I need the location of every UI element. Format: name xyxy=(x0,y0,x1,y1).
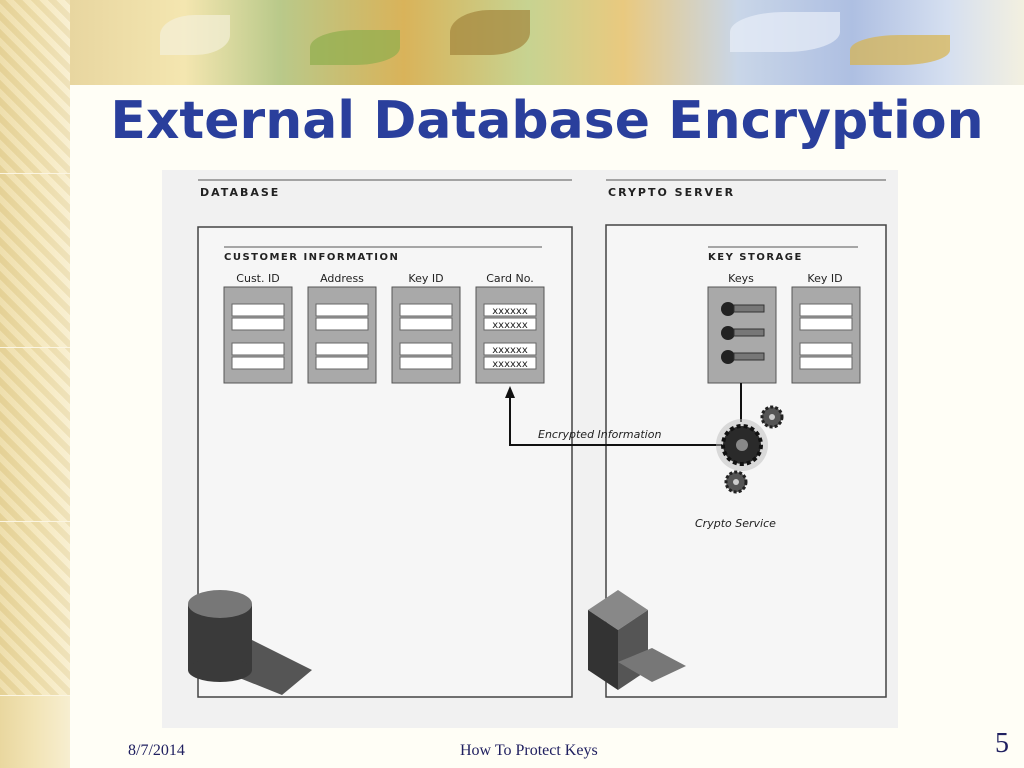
key-icon xyxy=(721,302,765,316)
gear-icon xyxy=(716,419,768,471)
slide-title: External Database Encryption xyxy=(110,91,984,151)
key-column-key-id xyxy=(791,286,861,384)
customer-column-key-id xyxy=(391,286,461,384)
slide-number: 5 xyxy=(995,728,1009,759)
database-label: DATABASE xyxy=(200,186,280,199)
decor-tile xyxy=(0,0,70,174)
card-value: xxxxxx xyxy=(492,359,528,370)
encryption-diagram: DATABASE CRYPTO SERVER CUSTOMER INFORMAT… xyxy=(162,170,898,728)
gear-icon xyxy=(760,405,784,429)
customer-info-label: CUSTOMER INFORMATION xyxy=(224,252,399,263)
decor-tile xyxy=(0,174,70,348)
leaf-decor xyxy=(730,12,840,52)
top-decorative-banner xyxy=(70,0,1024,85)
decor-tile xyxy=(0,348,70,522)
footer-title: How To Protect Keys xyxy=(460,742,598,759)
leaf-decor xyxy=(310,30,400,65)
leaf-decor xyxy=(160,15,230,55)
decor-tile xyxy=(0,522,70,696)
card-value: xxxxxx xyxy=(492,320,528,331)
customer-column-cust-id xyxy=(223,286,293,384)
column-header: Cust. ID xyxy=(236,272,279,285)
server-cube-icon xyxy=(588,590,686,690)
card-value: xxxxxx xyxy=(492,306,528,317)
leaf-decor xyxy=(850,35,950,65)
arrow-label: Encrypted Information xyxy=(538,428,661,441)
gear-icon xyxy=(724,470,748,494)
key-storage-label: KEY STORAGE xyxy=(708,252,803,263)
column-header: Keys xyxy=(728,272,754,285)
diagram-svg: DATABASE CRYPTO SERVER CUSTOMER INFORMAT… xyxy=(188,179,887,698)
column-header: Address xyxy=(320,272,364,285)
encrypted-info-arrow xyxy=(509,394,722,446)
card-value: xxxxxx xyxy=(492,345,528,356)
key-icon xyxy=(721,326,765,340)
key-column-keys xyxy=(707,286,777,384)
arrow-head xyxy=(505,386,515,398)
leaf-decor xyxy=(450,10,530,55)
column-header: Key ID xyxy=(408,272,443,285)
customer-column-card-no xyxy=(475,286,545,384)
left-decorative-strip xyxy=(0,0,70,768)
customer-column-address xyxy=(307,286,377,384)
key-icon xyxy=(721,350,765,364)
crypto-service-label: Crypto Service xyxy=(695,517,776,530)
footer-date: 8/7/2014 xyxy=(128,742,185,759)
crypto-server-label: CRYPTO SERVER xyxy=(608,186,735,199)
database-cylinder-icon xyxy=(188,590,312,695)
column-header: Key ID xyxy=(807,272,842,285)
column-header: Card No. xyxy=(486,272,534,285)
